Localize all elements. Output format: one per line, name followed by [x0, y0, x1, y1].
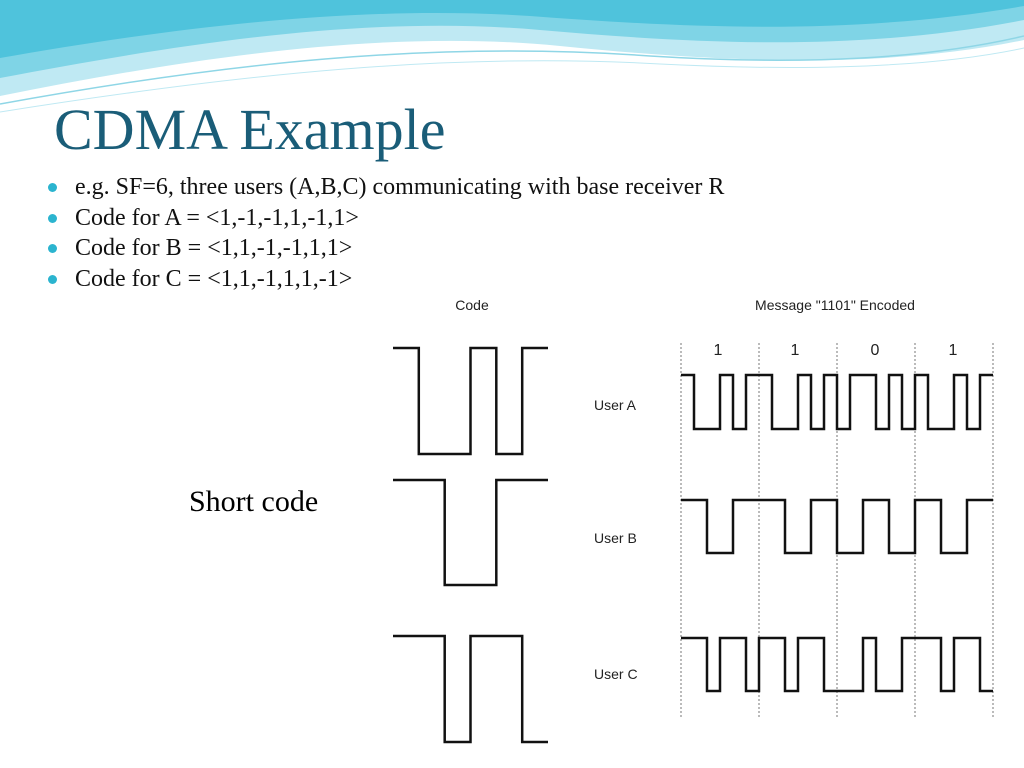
user-label: User B	[594, 530, 637, 546]
encoded-waveform	[681, 498, 993, 555]
code-waveform	[393, 478, 548, 587]
bullet-dot-icon	[48, 183, 57, 192]
header-wave-decoration	[0, 0, 1024, 113]
bullet-text: Code for A = <1,-1,-1,1,-1,1>	[75, 204, 359, 231]
message-column-header: Message "1101" Encoded	[755, 297, 915, 313]
short-code-callout: Short code	[182, 477, 374, 527]
bullet-list: e.g. SF=6, three users (A,B,C) communica…	[46, 172, 724, 294]
bullet-text: Code for C = <1,1,-1,1,1,-1>	[75, 265, 353, 292]
bullet-text: e.g. SF=6, three users (A,B,C) communica…	[75, 174, 725, 200]
bit-label: 1	[714, 342, 723, 359]
short-code-label: Short code	[189, 485, 319, 518]
slide-title: CDMA Example	[54, 97, 446, 162]
bit-label: 1	[791, 342, 800, 359]
bit-label: 0	[871, 342, 880, 359]
bullet-dot-icon	[48, 274, 57, 284]
code-waveform	[393, 634, 548, 744]
user-label: User C	[594, 666, 638, 682]
user-label: User A	[594, 397, 637, 413]
bit-labels: 1 1 0 1	[714, 342, 958, 359]
code-column-header: Code	[455, 297, 489, 313]
bullet-item: e.g. SF=6, three users (A,B,C) communica…	[46, 172, 724, 203]
bullet-dot-icon	[48, 244, 57, 253]
bit-label: 1	[949, 342, 958, 359]
bullet-item: Code for C = <1,1,-1,1,1,-1>	[46, 264, 724, 295]
encoded-waveform	[681, 373, 993, 431]
bullet-item: Code for A = <1,-1,-1,1,-1,1>	[46, 203, 724, 234]
bullet-text: Code for B = <1,1,-1,-1,1,1>	[75, 235, 353, 261]
cdma-waveform-figure: Code Message "1101" Encoded 1 1 0 1 User…	[391, 291, 995, 749]
bullet-item: Code for B = <1,1,-1,-1,1,1>	[46, 233, 724, 264]
code-waveform	[393, 346, 548, 456]
bullet-dot-icon	[48, 213, 57, 223]
encoded-waveform	[681, 636, 993, 693]
